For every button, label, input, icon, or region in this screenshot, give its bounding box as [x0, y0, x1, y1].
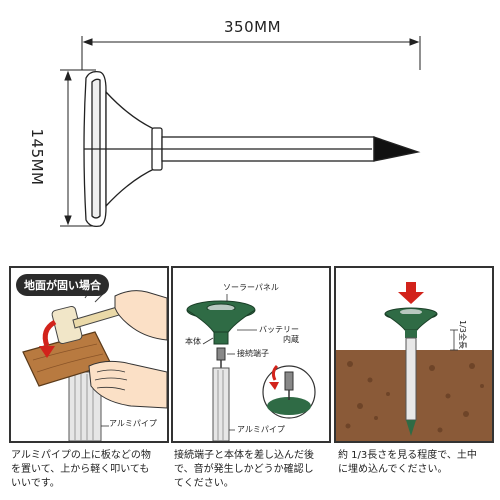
product-outline-diagram [60, 36, 421, 228]
battery-label-line2: 内蔵 [283, 335, 299, 344]
caption-line: アルミパイプの上に板などの物 [11, 450, 151, 461]
panel2-pipe-label: アルミパイプ [237, 425, 285, 434]
hard-ground-badge: 地面が固い場合 [16, 274, 109, 296]
assembly-illustration [186, 294, 316, 441]
width-label: 350MM [224, 18, 282, 36]
hammer-illustration [22, 285, 167, 441]
height-dimension [60, 69, 96, 227]
device-outline [83, 70, 421, 228]
width-dimension [81, 36, 421, 70]
solar-panel-label: ソーラーパネル [223, 283, 279, 292]
caption-line: に埋め込んでください。 [338, 464, 448, 475]
buried-device [384, 307, 438, 436]
solar-cap [186, 300, 256, 345]
holding-hand [88, 360, 167, 409]
connection-detail-circle [262, 364, 316, 419]
battery-label: バッテリー [259, 325, 299, 334]
depth-label: 1/3全長 [458, 320, 467, 349]
terminal-label: 接続端子 [237, 349, 269, 358]
caption-line: を置いて、上から軽く叩いても [11, 464, 150, 475]
height-label: 145MM [28, 128, 46, 186]
down-arrow-icon [398, 282, 424, 304]
caption-line: てください。 [174, 478, 234, 489]
caption-burying: 約 1/3長さを見る程度で、土中 に埋め込んでください。 [338, 449, 498, 477]
panel-burying: 1/3全長 [334, 266, 494, 443]
panel-hard-ground: 地面が固い場合 アルミパイプ [9, 266, 169, 443]
caption-assembly: 接続端子と本体を差し込んだ後 で、音が発生しかどうか確認し てください。 [174, 449, 334, 491]
caption-line: 約 1/3長さを見る程度で、土中 [338, 450, 477, 461]
body-label: 本体 [185, 337, 201, 346]
burying-illustration [336, 268, 492, 441]
strike-arrow-icon [42, 319, 57, 347]
caption-line: いいです。 [11, 478, 60, 489]
panel1-pipe-label: アルミパイプ [109, 419, 157, 428]
caption-line: で、音が発生しかどうか確認し [174, 464, 314, 475]
panel-assembly: ソーラーパネル バッテリー 内蔵 本体 接続端子 アルミパイプ [171, 266, 331, 443]
hammer-hand [114, 290, 167, 341]
caption-line: 接続端子と本体を差し込んだ後 [174, 450, 314, 461]
assembly-pipe [212, 367, 230, 441]
depth-dimension [450, 329, 458, 351]
caption-hard-ground: アルミパイプの上に板などの物 を置いて、上から軽く叩いても いいです。 [11, 449, 171, 491]
